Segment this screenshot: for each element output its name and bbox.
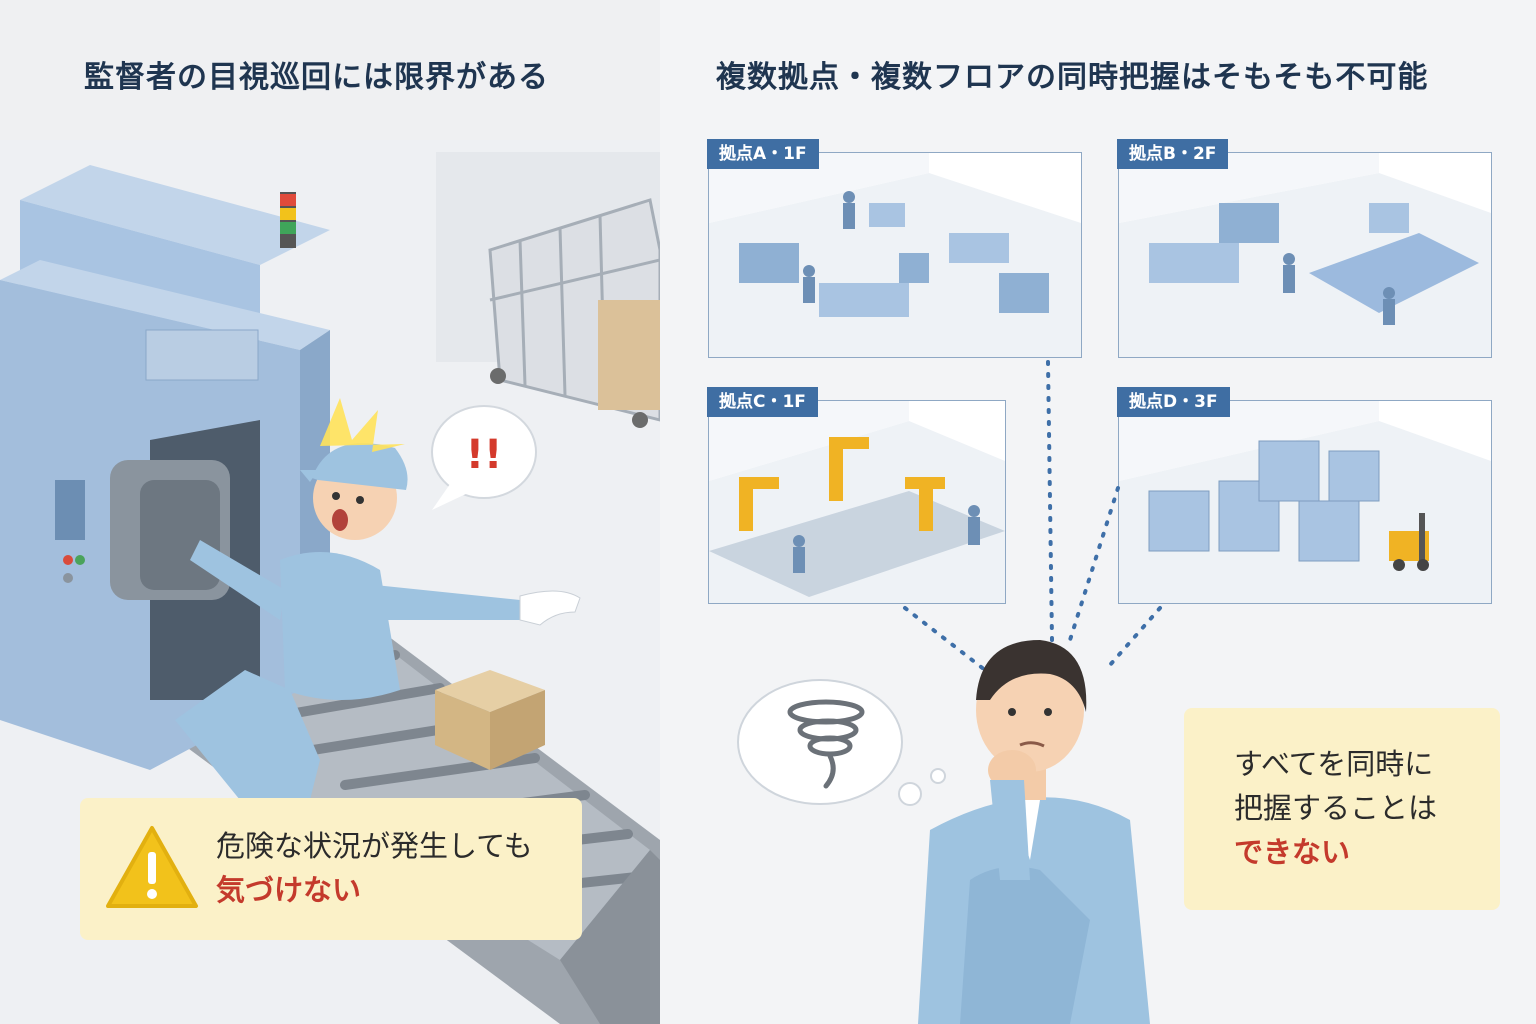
speech-bubble-illustration: !!: [431, 405, 537, 510]
right-heading: 複数拠点・複数フロアの同時把握はそもそも不可能: [716, 60, 1429, 95]
site-c-thumbnail: 拠点C・1F: [707, 387, 1006, 604]
site-a-label: 拠点A・1F: [707, 139, 819, 169]
warning-callout: 危険な状況が発生しても 気づけない: [80, 798, 582, 940]
conclusion-callout: すべてを同時に 把握することは できない: [1184, 708, 1500, 910]
site-d-floor-illustration: [1119, 401, 1491, 603]
conclusion-text-alert: できない: [1234, 835, 1351, 869]
factory-accident-illustration: !!: [0, 140, 660, 1024]
speech-bubble-text: !!: [466, 432, 502, 478]
site-c-label: 拠点C・1F: [707, 387, 818, 417]
site-a-floor-illustration: [709, 153, 1081, 357]
warning-triangle-icon: [106, 826, 198, 908]
site-b-label: 拠点B・2F: [1117, 139, 1229, 169]
worker-illustration: [175, 398, 581, 800]
conclusion-text-line2: 把握することは: [1234, 791, 1438, 825]
left-heading: 監督者の目視巡回には限界がある: [84, 60, 549, 95]
thought-bubble-illustration: [737, 679, 946, 806]
manager-illustration: [737, 640, 1150, 1024]
site-b-thumbnail: 拠点B・2F: [1117, 139, 1492, 358]
site-d-thumbnail: 拠点D・3F: [1117, 387, 1492, 604]
site-d-label: 拠点D・3F: [1117, 387, 1230, 417]
box-illustration: [435, 670, 545, 770]
warning-text-line1: 危険な状況が発生しても: [216, 829, 533, 863]
conclusion-text-line1: すべてを同時に: [1234, 747, 1434, 781]
warning-text-alert: 気づけない: [216, 873, 362, 907]
site-c-floor-illustration: [709, 401, 1005, 603]
confusion-scribble-icon: [787, 699, 865, 789]
site-a-thumbnail: 拠点A・1F: [707, 139, 1082, 358]
cart-illustration: [436, 152, 660, 428]
site-b-floor-illustration: [1119, 153, 1491, 357]
